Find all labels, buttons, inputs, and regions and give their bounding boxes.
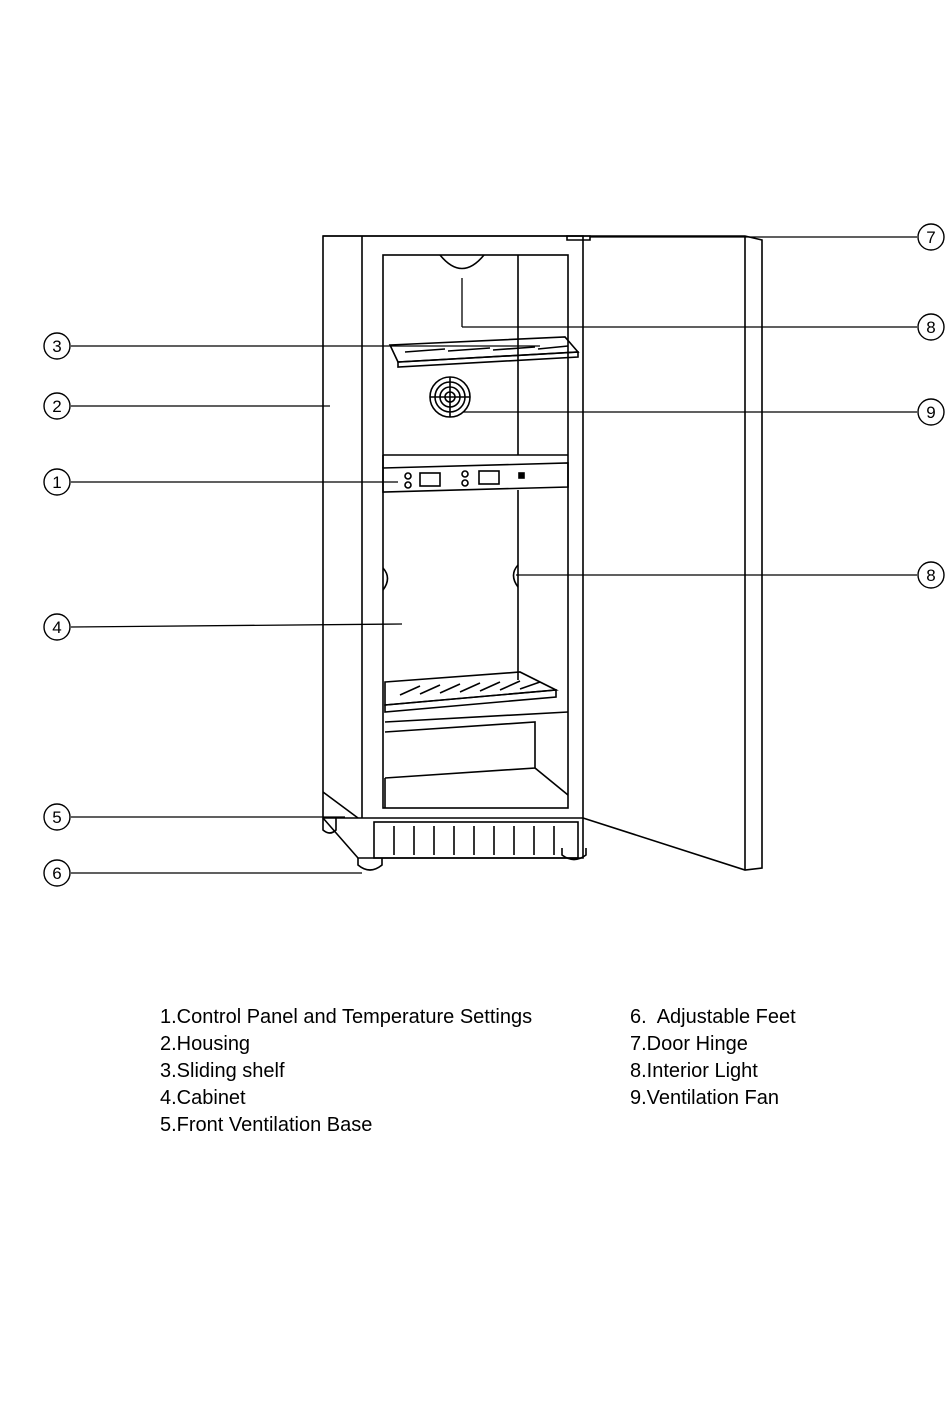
- callout-8b: 8: [918, 562, 944, 588]
- callout-9-number: 9: [926, 403, 935, 422]
- legend-item: 5.Front Ventilation Base: [160, 1112, 532, 1139]
- callout-8a: 8: [918, 314, 944, 340]
- housing: [323, 236, 583, 858]
- top-light: [440, 255, 484, 269]
- bottom-compartment: [385, 722, 568, 808]
- callout-circles: 3 2 1 4 5 6 7 8: [44, 224, 944, 886]
- callout-4: 4: [44, 614, 70, 640]
- ventilation-fan: [430, 377, 470, 417]
- legend-item: 3.Sliding shelf: [160, 1058, 532, 1085]
- callout-6-number: 6: [52, 864, 61, 883]
- legend-item: 4.Cabinet: [160, 1085, 532, 1112]
- open-door: [567, 236, 762, 870]
- legend-item: 8.Interior Light: [630, 1058, 796, 1085]
- callout-7: 7: [918, 224, 944, 250]
- callout-9: 9: [918, 399, 944, 425]
- callout-5-number: 5: [52, 808, 61, 827]
- callout-1-number: 1: [52, 473, 61, 492]
- leader-lines: [71, 237, 917, 873]
- callout-2: 2: [44, 393, 70, 419]
- legend-right: 6. Adjustable Feet 7.Door Hinge 8.Interi…: [630, 1004, 796, 1112]
- callout-4-number: 4: [52, 618, 61, 637]
- legend-item: 1.Control Panel and Temperature Settings: [160, 1004, 532, 1031]
- legend-item: 2.Housing: [160, 1031, 532, 1058]
- callout-3: 3: [44, 333, 70, 359]
- callout-7-number: 7: [926, 228, 935, 247]
- legend-item: 7.Door Hinge: [630, 1031, 796, 1058]
- lower-shelf: [385, 672, 568, 722]
- callout-8a-number: 8: [926, 318, 935, 337]
- legend-left: 1.Control Panel and Temperature Settings…: [160, 1004, 532, 1139]
- callout-3-number: 3: [52, 337, 61, 356]
- callout-6: 6: [44, 860, 70, 886]
- callout-5: 5: [44, 804, 70, 830]
- control-panel: [383, 455, 568, 492]
- upper-shelf: [390, 337, 578, 367]
- legend-item: 9.Ventilation Fan: [630, 1085, 796, 1112]
- callout-2-number: 2: [52, 397, 61, 416]
- ventilation-base: [374, 822, 578, 858]
- callout-8b-number: 8: [926, 566, 935, 585]
- callout-1: 1: [44, 469, 70, 495]
- legend-item: 6. Adjustable Feet: [630, 1004, 796, 1031]
